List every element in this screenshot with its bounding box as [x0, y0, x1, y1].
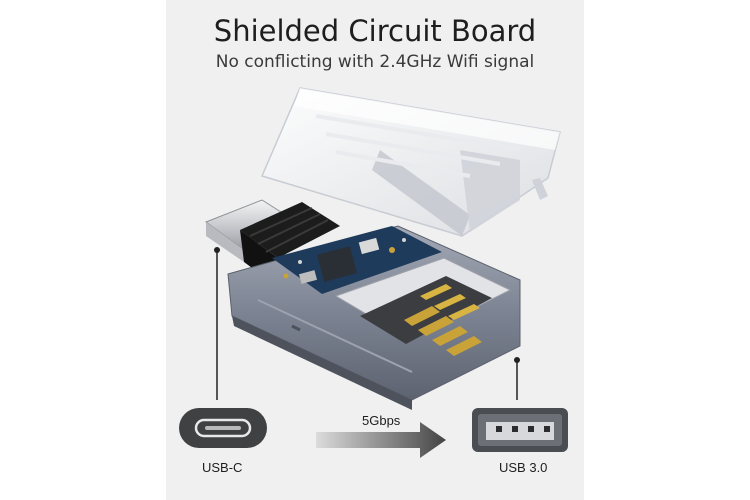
headline: Shielded Circuit Board	[213, 14, 537, 48]
circuit-board	[272, 226, 442, 294]
usb-3-label: USB 3.0	[499, 460, 548, 475]
callout-lines	[214, 247, 520, 400]
usb-c-label: USB-C	[202, 460, 243, 475]
subheadline: No conflicting with 2.4GHz Wifi signal	[215, 52, 535, 72]
transparent-cover-shell	[260, 87, 561, 237]
usb-a-port	[334, 257, 512, 356]
usb-3-port-icon	[472, 408, 568, 452]
transfer-arrow-icon	[316, 422, 446, 458]
transfer-speed-label: 5Gbps	[362, 413, 401, 428]
usb-c-port-icon	[179, 408, 267, 448]
